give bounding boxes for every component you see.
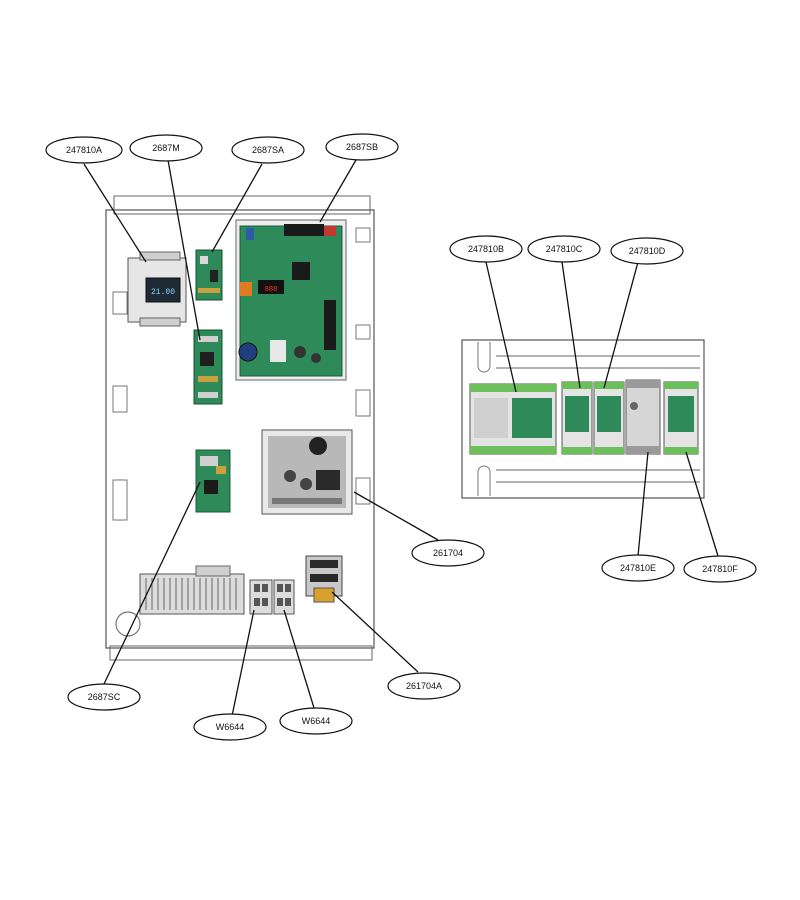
callout-label: W6644 [216, 722, 245, 732]
control-panel: 21.00 888 [105, 195, 375, 661]
callout-247810b: 247810B [449, 235, 523, 263]
din-rail-assembly [461, 339, 705, 499]
callout-2687sb: 2687SB [325, 133, 399, 161]
module-247810c [561, 381, 593, 455]
panel-mounting-slots [112, 227, 371, 521]
board-2687sc [195, 449, 231, 513]
callout-label: 247810C [546, 244, 583, 254]
module-247810d [593, 381, 625, 455]
callout-label: 247810E [620, 563, 656, 573]
svg-text:888: 888 [265, 286, 278, 294]
board-2687m [193, 329, 223, 405]
callout-label: 247810D [629, 246, 666, 256]
controller-display-text: 21.00 [151, 288, 175, 297]
callout-247810f: 247810F [683, 555, 757, 583]
leader-lines [83, 159, 719, 717]
callout-label: 261704 [433, 548, 463, 558]
callout-label: 247810F [702, 564, 738, 574]
callout-label: 247810B [468, 244, 504, 254]
module-247810f [663, 381, 699, 455]
callout-w6644-right: W6644 [279, 707, 353, 735]
callout-2687sa: 2687SA [231, 136, 305, 164]
module-247810b [469, 383, 557, 455]
terminal-w6644-left [249, 579, 273, 615]
controller-247810a: 21.00 [127, 251, 187, 327]
callout-2687m: 2687M [129, 134, 203, 162]
din-rail-end-slots [477, 342, 491, 496]
board-2687sb: 888 [235, 219, 347, 381]
callout-2687sc: 2687SC [67, 683, 141, 711]
module-247810e [625, 379, 661, 455]
callout-label: 261704A [406, 681, 442, 691]
callout-261704: 261704 [411, 539, 485, 567]
callout-label: 2687SB [346, 142, 378, 152]
ground-lug [115, 611, 141, 637]
terminal-w6644-right [273, 579, 295, 615]
callout-label: 247810A [66, 145, 102, 155]
callout-label: 2687SC [88, 692, 121, 702]
callout-247810e: 247810E [601, 554, 675, 582]
callout-label: 2687M [152, 143, 180, 153]
callout-247810c: 247810C [527, 235, 601, 263]
board-2687sa [195, 249, 223, 301]
callout-label: W6644 [302, 716, 331, 726]
callout-w6644-left: W6644 [193, 713, 267, 741]
transformer-261704a [305, 555, 343, 603]
callout-247810a: 247810A [45, 136, 123, 164]
callout-label: 2687SA [252, 145, 284, 155]
terminal-strip [139, 565, 245, 615]
callout-247810d: 247810D [610, 237, 684, 265]
power-supply-261704 [261, 429, 353, 515]
callout-261704a: 261704A [387, 672, 461, 700]
